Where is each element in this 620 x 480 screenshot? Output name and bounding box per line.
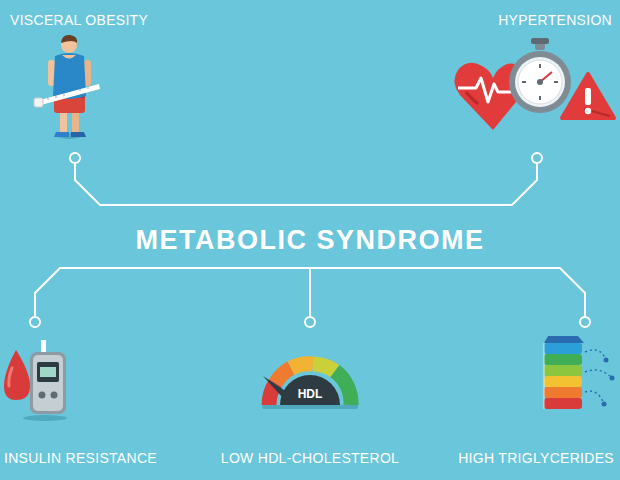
triglyceride-stack-icon	[544, 336, 615, 409]
category-label: HIGH TRIGLYCERIDES	[458, 450, 614, 466]
gauge-label: HDL	[298, 387, 323, 401]
category-label: HYPERTENSION	[498, 12, 612, 28]
hdl-gauge-icon	[262, 364, 358, 409]
category-label: LOW HDL-CHOLESTEROL	[221, 450, 399, 466]
connector-wires	[35, 164, 585, 316]
diagram-title: METABOLIC SYNDROME	[136, 225, 485, 256]
category-label: INSULIN RESISTANCE	[4, 450, 157, 466]
wire-end-rings	[30, 153, 590, 327]
obese-person-icon	[34, 35, 100, 139]
hypertension-icons	[454, 38, 614, 130]
category-label: VISCERAL OBESITY	[10, 12, 148, 28]
glucometer-icon	[4, 340, 67, 421]
